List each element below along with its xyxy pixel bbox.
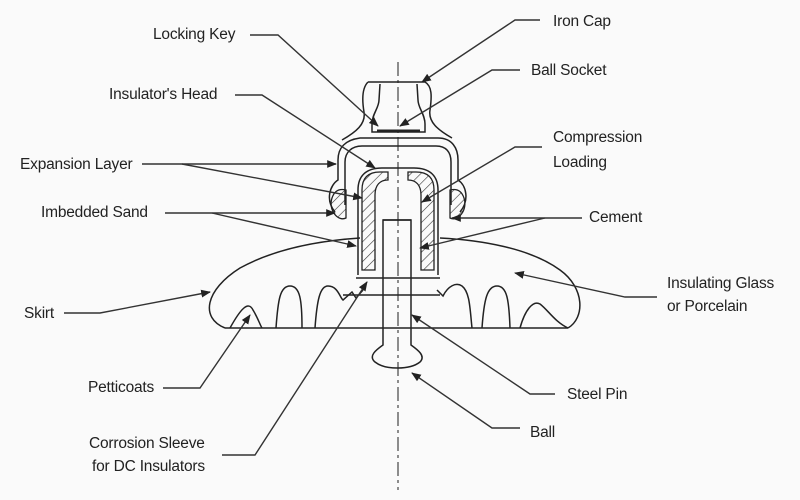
label-ball: Ball bbox=[530, 424, 556, 441]
imbedded-sand-right bbox=[407, 171, 435, 271]
label-skirt: Skirt bbox=[24, 305, 55, 322]
imbedded-sand-left bbox=[361, 171, 389, 271]
label-steel-pin: Steel Pin bbox=[567, 386, 628, 403]
label-expansion-layer: Expansion Layer bbox=[20, 156, 133, 173]
label-corrosion-sleeve-line2: for DC Insulators bbox=[92, 458, 205, 475]
label-imbedded-sand: Imbedded Sand bbox=[41, 204, 148, 221]
cement-right bbox=[449, 188, 466, 220]
leader-ball bbox=[411, 372, 520, 429]
leader-expansion-layer-2 bbox=[181, 163, 363, 201]
cap-shell-inner bbox=[344, 145, 452, 205]
label-insulating-glass-line1: Insulating Glass bbox=[667, 275, 775, 292]
leader-petticoats bbox=[163, 314, 251, 389]
label-corrosion-sleeve-line1: Corrosion Sleeve bbox=[89, 435, 205, 452]
iron-cap bbox=[341, 81, 453, 141]
label-petticoats: Petticoats bbox=[88, 379, 155, 396]
leader-corrosion-sleeve bbox=[222, 281, 368, 456]
leader-imbedded-sand-2 bbox=[211, 212, 357, 248]
label-cement: Cement bbox=[589, 209, 643, 226]
leader-insulators-head bbox=[235, 94, 376, 169]
petticoats-left bbox=[229, 285, 364, 329]
leader-iron-cap bbox=[421, 19, 540, 83]
label-compression-loading-line1: Compression bbox=[553, 129, 643, 146]
label-insulating-glass-line2: or Porcelain bbox=[667, 298, 748, 315]
cap-shell-outer bbox=[328, 137, 467, 213]
label-iron-cap: Iron Cap bbox=[553, 13, 611, 30]
insulator-head bbox=[357, 167, 439, 275]
leader-locking-key bbox=[250, 34, 379, 127]
petticoats-right bbox=[436, 283, 569, 329]
leader-compression-loading bbox=[421, 146, 542, 203]
leader-skirt bbox=[64, 289, 211, 314]
label-ball-socket: Ball Socket bbox=[531, 62, 607, 79]
leader-cement-2 bbox=[419, 217, 546, 250]
label-locking-key: Locking Key bbox=[153, 26, 236, 43]
label-insulators-head: Insulator's Head bbox=[109, 86, 218, 103]
label-compression-loading-line2: Loading bbox=[553, 154, 607, 171]
steel-pin bbox=[371, 219, 423, 369]
leader-steel-pin bbox=[411, 314, 555, 395]
leader-ball-socket bbox=[399, 69, 520, 127]
leader-insulating-glass bbox=[514, 271, 657, 298]
